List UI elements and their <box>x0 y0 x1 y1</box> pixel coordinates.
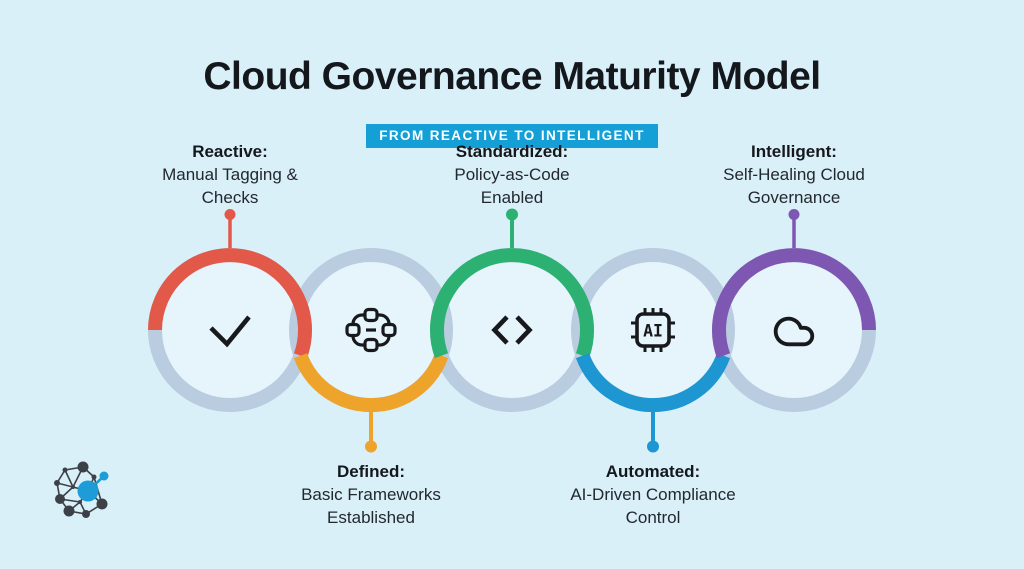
stage-name: Automated: <box>605 462 701 481</box>
network-logo <box>54 461 109 518</box>
cloud-icon <box>773 316 815 347</box>
connector-intelligent <box>788 209 800 253</box>
stage-label-intelligent: Intelligent: Self-Healing Cloud Governan… <box>679 140 909 209</box>
stage-name: Standardized: <box>455 142 569 161</box>
logo-nodes <box>54 461 108 518</box>
stage-desc-line: Governance <box>747 188 841 207</box>
connector-reactive <box>224 209 236 253</box>
header: Cloud Governance Maturity Model FROM REA… <box>0 54 1024 148</box>
stage-name: Intelligent: <box>751 142 837 161</box>
stage-desc-line: Checks <box>201 188 259 207</box>
stage-desc-line: Enabled <box>480 188 544 207</box>
stage-arc-defined <box>293 353 449 413</box>
stage-arc-intelligent <box>712 248 876 359</box>
page-title: Cloud Governance Maturity Model <box>203 55 821 98</box>
stage-arc-automated <box>575 353 731 413</box>
ai-chip-label: AI <box>643 322 663 341</box>
stage-label-standardized: Standardized: Policy-as-Code Enabled <box>397 140 627 209</box>
stage-desc-line: AI-Driven Compliance <box>570 485 736 504</box>
stage-name: Defined: <box>337 462 405 481</box>
stage-desc-line: Control <box>625 508 681 527</box>
code-brackets-icon <box>491 315 533 345</box>
stage-desc-line: Policy-as-Code <box>454 165 570 184</box>
connector-defined <box>365 407 377 453</box>
stage-desc-line: Basic Frameworks <box>301 485 441 504</box>
stage-arc-reactive <box>148 248 312 359</box>
ai-chip-icon: AI <box>631 308 675 352</box>
stage-arc-standardized <box>430 248 594 359</box>
subtitle-badge: FROM REACTIVE TO INTELLIGENT <box>366 124 658 148</box>
check-icon <box>209 315 251 348</box>
stage-label-defined: Defined: Basic Frameworks Established <box>256 460 486 529</box>
ring-interiors <box>161 261 863 399</box>
stage-name: Reactive: <box>192 142 268 161</box>
stage-desc-line: Self-Healing Cloud <box>723 165 865 184</box>
workflow-icon <box>345 307 397 353</box>
stage-label-automated: Automated: AI-Driven Compliance Control <box>538 460 768 529</box>
connector-standardized <box>506 208 518 253</box>
stage-desc-line: Manual Tagging & <box>162 165 298 184</box>
stage-label-reactive: Reactive: Manual Tagging & Checks <box>115 140 345 209</box>
stage-desc-line: Established <box>327 508 415 527</box>
connector-automated <box>647 407 659 453</box>
logo-blue-nodes <box>77 471 109 502</box>
